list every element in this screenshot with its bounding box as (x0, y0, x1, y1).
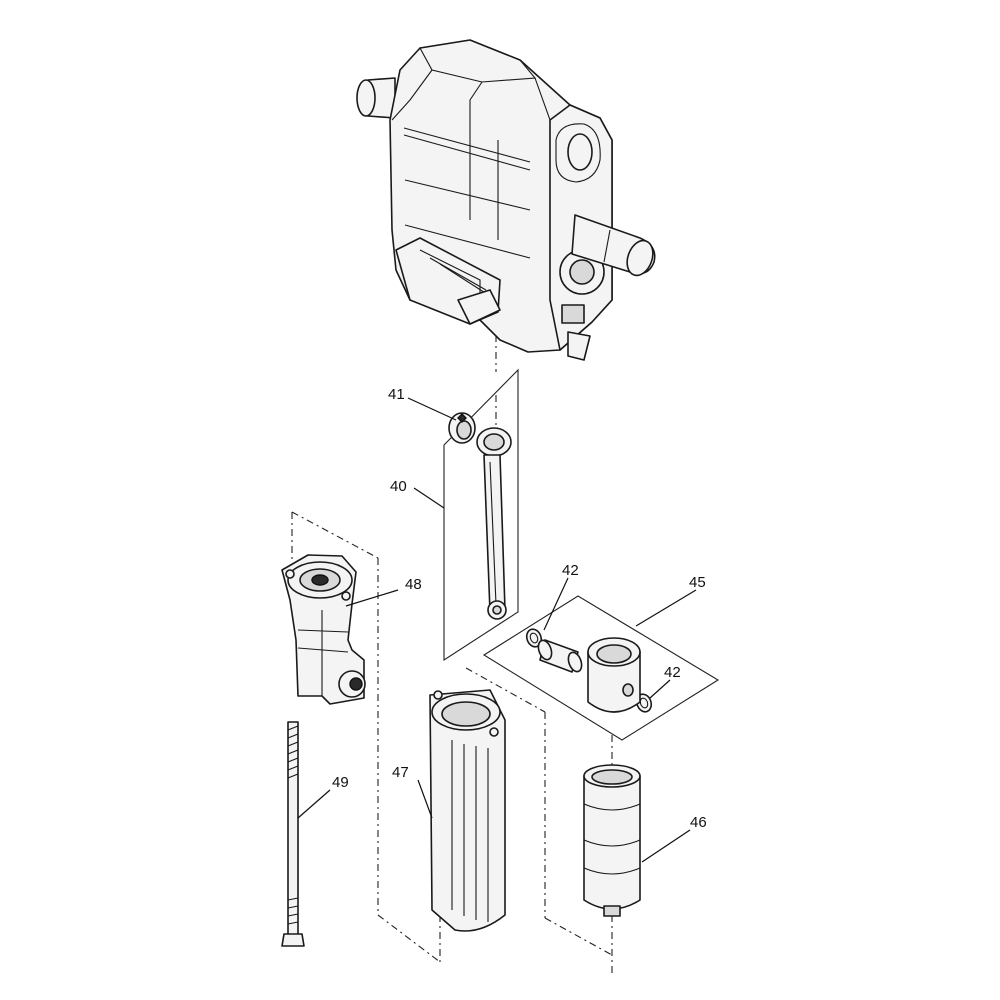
callout-labels: 41 40 42 45 42 46 47 48 49 (332, 386, 707, 831)
callout-42-top: 42 (562, 562, 579, 579)
bushing-part-41 (448, 412, 476, 444)
circlip-part-42-left (525, 628, 543, 648)
callout-45: 45 (689, 574, 706, 591)
callout-40: 40 (390, 478, 407, 495)
cylinder-housing-part-47 (429, 689, 506, 932)
connecting-rod-part-40 (476, 427, 512, 620)
callout-42-right: 42 (664, 664, 681, 681)
leader-lines (297, 397, 697, 863)
tie-rod-part-49 (281, 721, 305, 947)
connecting-rod-group-frame (443, 368, 519, 662)
callout-46: 46 (690, 814, 707, 831)
callout-48: 48 (405, 576, 422, 593)
pump-head-part-48 (281, 554, 366, 705)
callout-49: 49 (332, 774, 349, 791)
piston-group-frame (482, 595, 720, 741)
cylinder-sleeve-part-46 (583, 764, 641, 917)
piston-part-45 (587, 637, 641, 713)
callout-47: 47 (392, 764, 409, 781)
wrist-pin (537, 639, 583, 673)
crank-housing (356, 39, 656, 361)
callout-41: 41 (388, 386, 405, 403)
